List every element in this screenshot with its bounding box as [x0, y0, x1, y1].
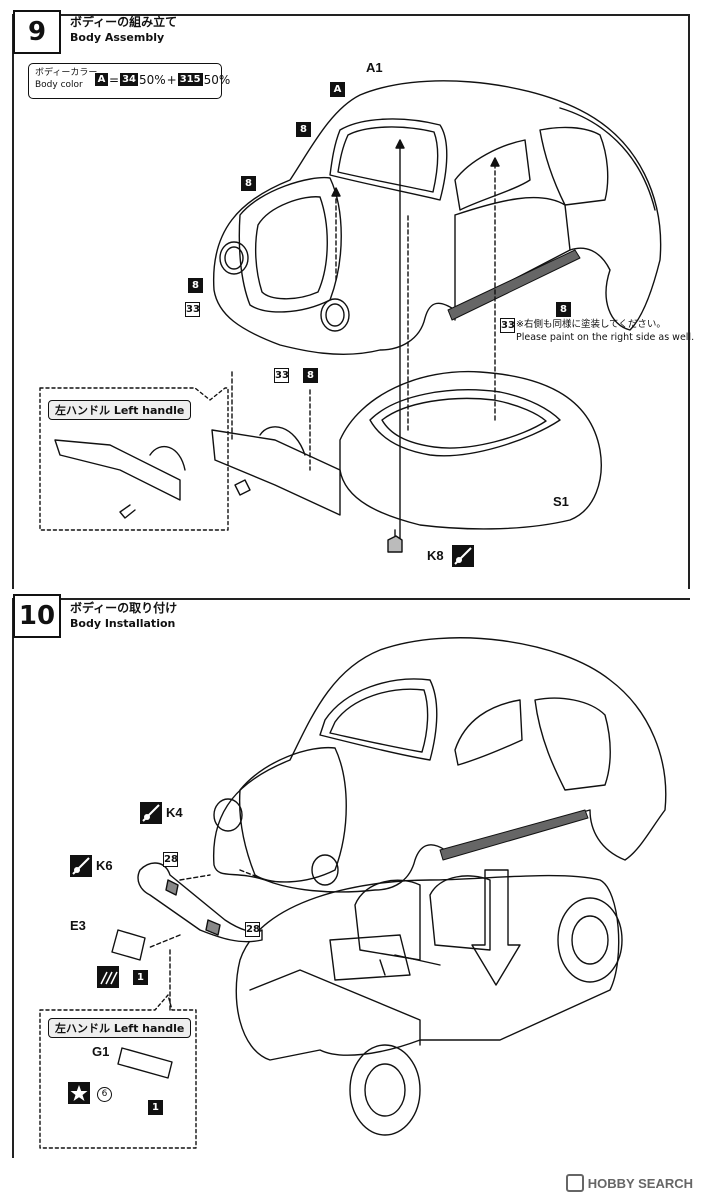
part-label-a1: A1 — [366, 60, 383, 75]
hobby-search-logo-icon — [565, 1174, 584, 1192]
adhesive-icon-k8 — [452, 545, 474, 567]
part-label-s1: S1 — [553, 494, 569, 509]
part-tag-1-a: 1 — [133, 970, 148, 985]
part-tag-28-b: 28 — [245, 922, 260, 937]
frame-top-line-2 — [12, 598, 690, 600]
step-9-title: ボディーの組み立て Body Assembly — [70, 14, 177, 46]
left-handle-title-step10: 左ハンドル Left handle — [48, 1018, 192, 1038]
frame-right-line — [688, 14, 690, 589]
paint-stripe-icon — [97, 966, 119, 988]
step-10-title-en: Body Installation — [70, 617, 176, 630]
body-color-label-jp: ボディーカラー — [35, 68, 98, 78]
arrow-heads-step9 — [331, 139, 500, 197]
screw-k8 — [387, 529, 403, 553]
part-tag-8-c: 8 — [188, 278, 203, 293]
part-tag-33-a: 33 — [185, 302, 200, 317]
part-tag-1-b: 1 — [148, 1100, 163, 1115]
adhesive-icon-k6 — [70, 855, 92, 877]
color-plus: + — [166, 72, 177, 87]
step-9-title-jp: ボディーの組み立て — [70, 15, 178, 29]
bumper-step10 — [111, 862, 263, 1079]
step-10-title-jp: ボディーの取り付け — [70, 601, 178, 615]
color-percent-1: 50% — [138, 72, 166, 87]
hobby-search-watermark: HOBBY SEARCH — [565, 1174, 693, 1192]
assembly-arrows-step10 — [147, 869, 266, 949]
adhesive-icon-k4 — [140, 802, 162, 824]
callout-frame-step9 — [39, 387, 229, 531]
paint-note-en: Please paint on the right side as well. — [516, 332, 695, 343]
part-tag-28-a: 28 — [163, 852, 178, 867]
body-color-box: ボディーカラー Body color A = 34 50% + 315 50% — [28, 63, 230, 99]
color-eq: = — [109, 72, 120, 87]
body-shell-step10 — [212, 637, 667, 893]
color-letter-a: A — [95, 73, 108, 86]
frame-left-line — [12, 14, 14, 589]
body-color-formula: A = 34 50% + 315 50% — [95, 73, 230, 86]
left-handle-title-step9: 左ハンドル Left handle — [48, 400, 192, 420]
hobby-search-text: HOBBY SEARCH — [587, 1175, 693, 1191]
install-arrow — [471, 869, 521, 986]
part-label-g1: G1 — [92, 1044, 110, 1059]
bumper-bracket-step9 — [211, 426, 341, 516]
color-code-2: 315 — [177, 73, 203, 86]
chassis-pan-s1 — [339, 370, 602, 530]
color-code-1: 34 — [120, 73, 138, 86]
step-10-number: 10 — [13, 594, 61, 638]
step-9-title-en: Body Assembly — [70, 31, 165, 44]
part-label-k6: K6 — [96, 858, 113, 873]
part-tag-8-b: 8 — [241, 176, 256, 191]
star-icon — [68, 1082, 90, 1104]
body-color-label-en: Body color — [35, 80, 83, 90]
step-10-title: ボディーの取り付け Body Installation — [70, 600, 177, 632]
frame-left-line-2 — [12, 598, 14, 1158]
part-tag-6-circle: 6 — [97, 1087, 112, 1102]
part-tag-8-e: 8 — [556, 302, 571, 317]
callout-frame-step10 — [39, 994, 197, 1149]
part-label-k4: K4 — [166, 805, 183, 820]
step-9-number: 9 — [13, 10, 61, 54]
part-tag-33-b: 33 — [274, 368, 289, 383]
part-tag-8-d: 8 — [303, 368, 318, 383]
part-tag-33-c: 33 — [500, 318, 515, 333]
paint-note: ※右側も同様に塗装してください。 Please paint on the rig… — [516, 318, 694, 344]
left-handle-part-step9 — [54, 439, 186, 519]
part-label-e3: E3 — [70, 918, 86, 933]
part-tag-a: A — [330, 82, 345, 97]
frame-top-line — [12, 14, 690, 16]
chassis-step10 — [235, 874, 623, 1136]
part-label-k8: K8 — [427, 548, 444, 563]
body-shell-step9 — [212, 80, 662, 355]
part-tag-8-a: 8 — [296, 122, 311, 137]
color-percent-2: 50% — [203, 72, 231, 87]
assembly-arrows-step9 — [335, 164, 496, 431]
paint-note-jp: ※右側も同様に塗装してください。 — [516, 319, 666, 330]
